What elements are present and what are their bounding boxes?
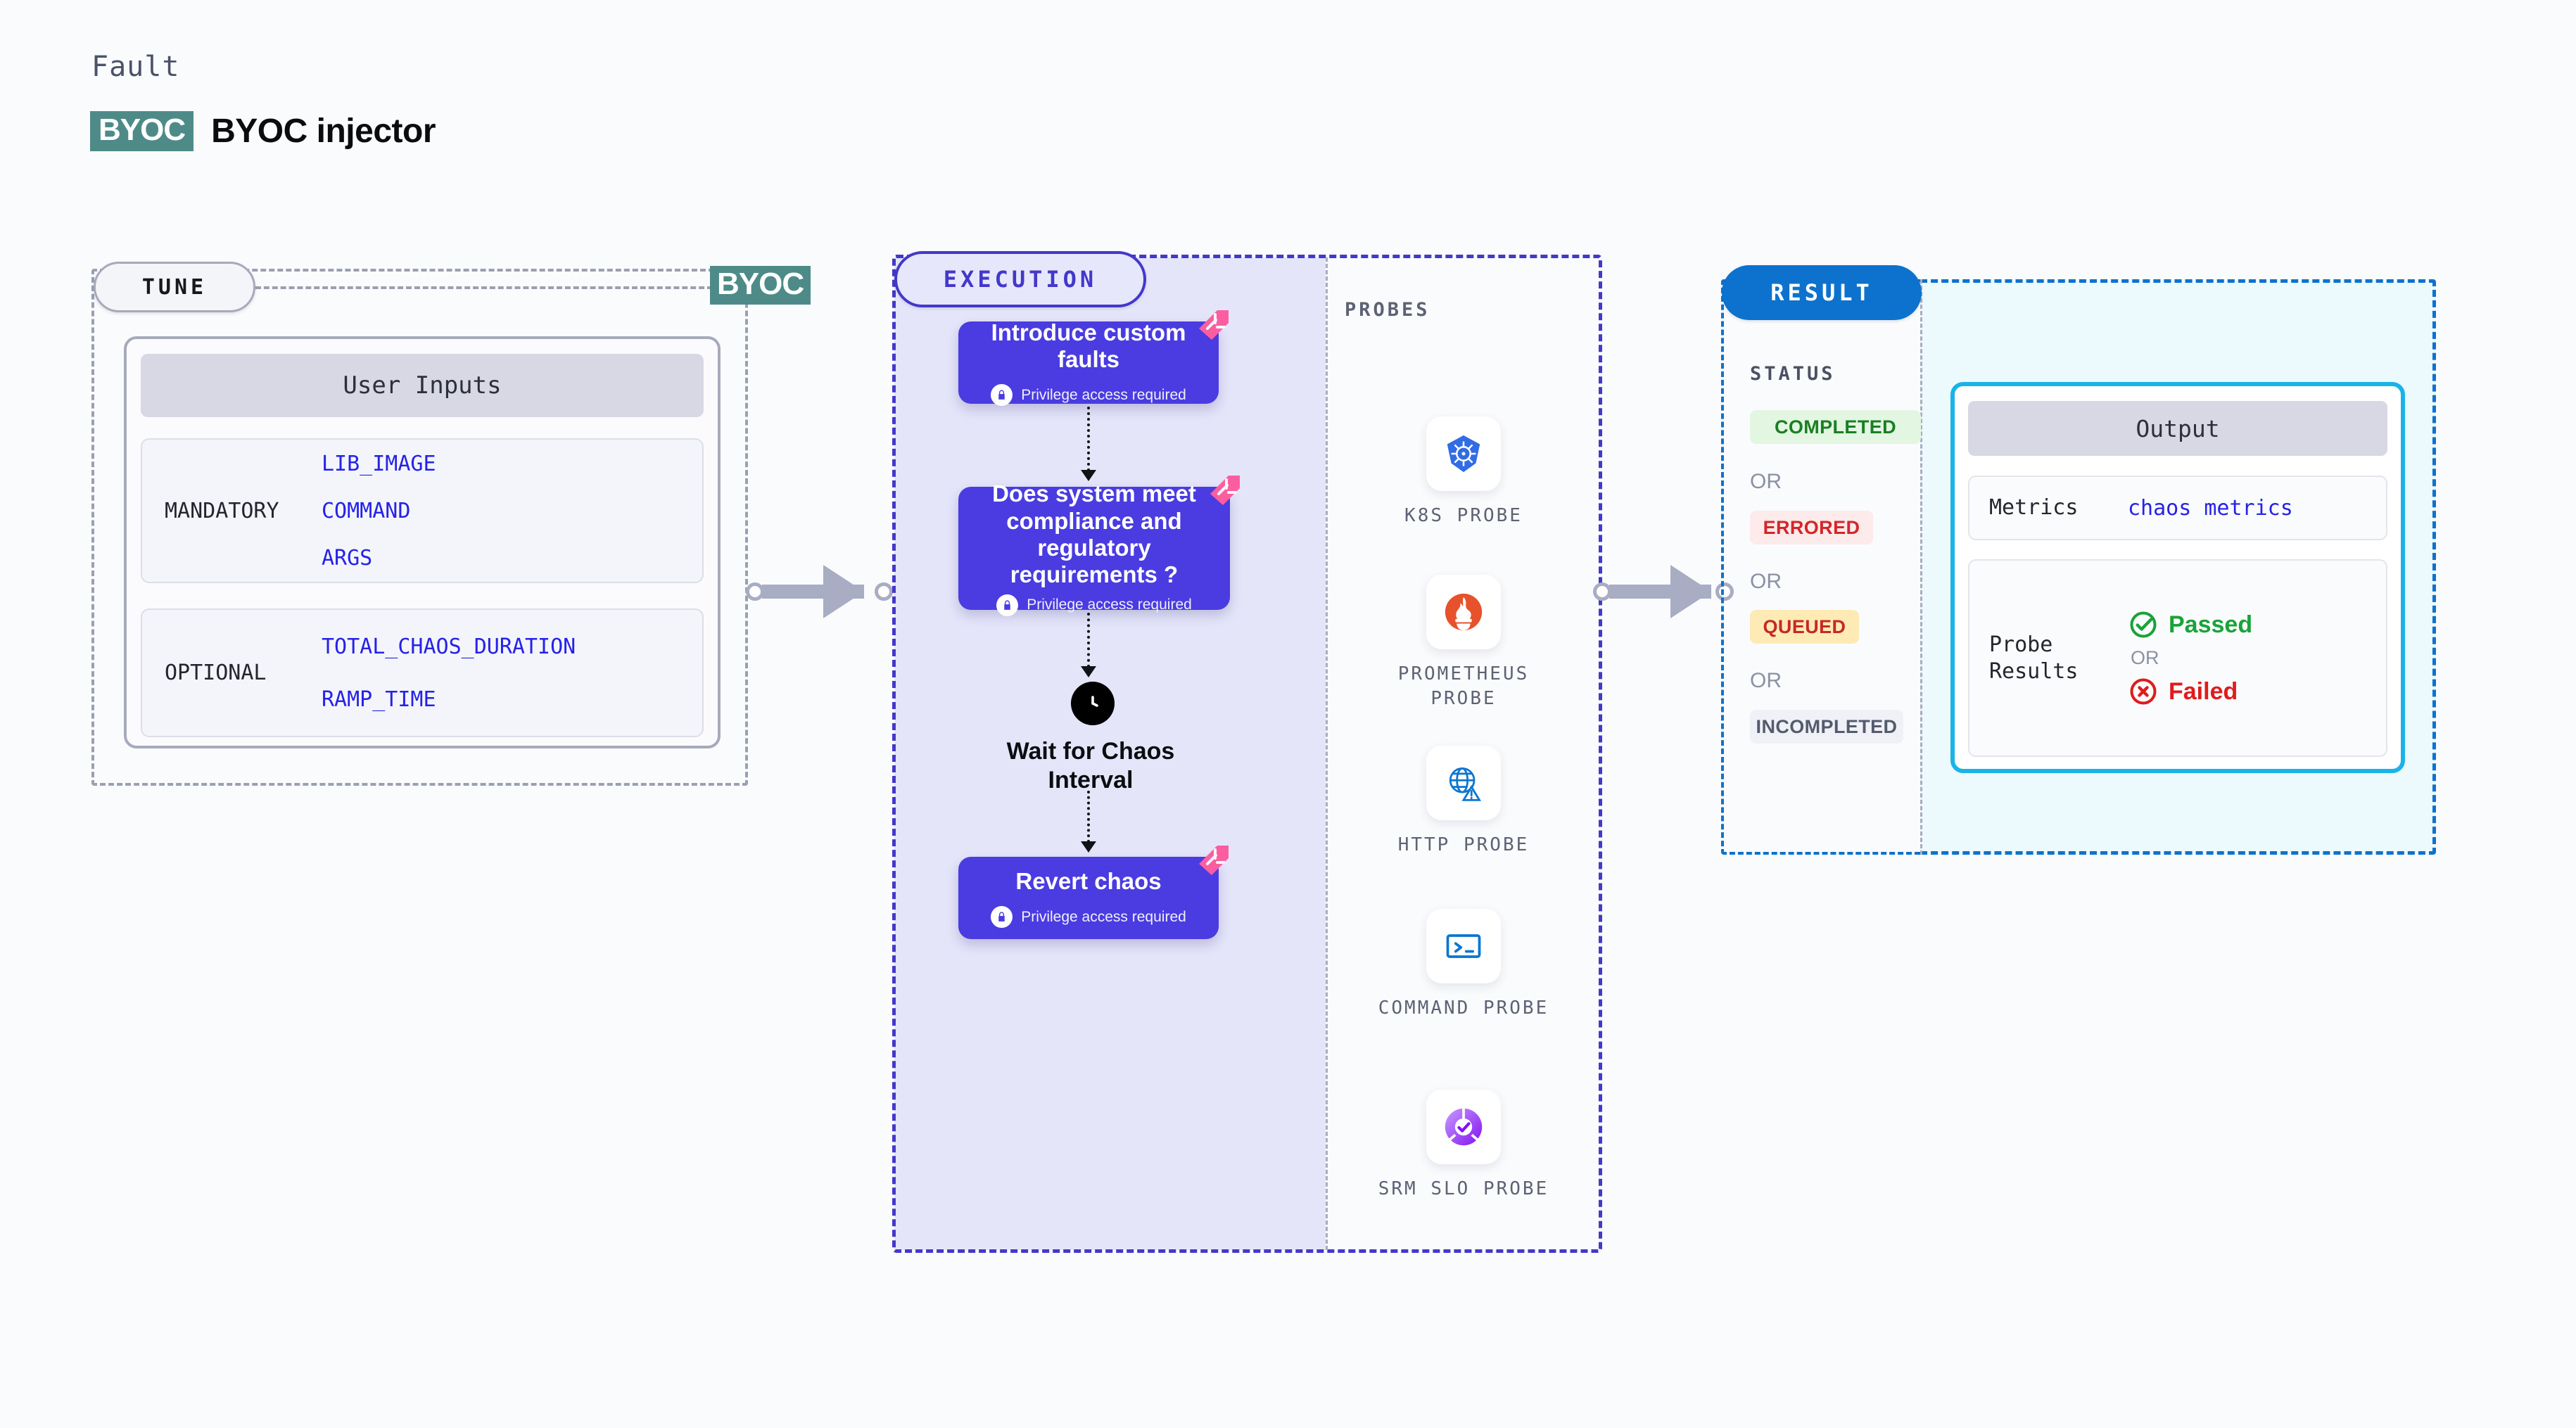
- status-badge-incompleted: INCOMPLETED: [1750, 710, 1903, 744]
- probe-item-k8s[interactable]: K8S PROBE: [1376, 416, 1552, 528]
- status-badge-queued: QUEUED: [1750, 610, 1859, 644]
- probe-item-prometheus[interactable]: PROMETHEUS PROBE: [1376, 575, 1552, 711]
- probe-item-http[interactable]: HTTP PROBE: [1376, 746, 1552, 858]
- probes-divider: [1326, 257, 1328, 1250]
- lock-icon: [996, 594, 1019, 616]
- param-args[interactable]: ARGS: [322, 545, 373, 570]
- flow-arrowhead-3: [1081, 841, 1096, 853]
- result-divider: [1920, 279, 1922, 855]
- tune-pill[interactable]: TUNE: [94, 262, 255, 312]
- page-eyebrow: Fault: [91, 51, 180, 83]
- flow-arrow-1: [1087, 407, 1090, 471]
- status-or-3: OR: [1750, 669, 1782, 692]
- connector-end-dot-1: [875, 582, 893, 601]
- privilege-note: Privilege access required: [991, 906, 1186, 929]
- mandatory-label: MANDATORY: [165, 498, 279, 523]
- probe-item-command[interactable]: COMMAND PROBE: [1376, 909, 1552, 1021]
- chaos-marker-icon: [1199, 846, 1229, 875]
- byoc-inline-tag: BYOC: [710, 266, 811, 305]
- srm-slo-icon: [1426, 1090, 1501, 1164]
- user-inputs-title: User Inputs: [141, 354, 704, 417]
- terminal-icon: [1426, 909, 1501, 983]
- execution-section-container: [892, 255, 1602, 1253]
- flow-arrow-3: [1087, 791, 1090, 843]
- param-lib-image[interactable]: LIB_IMAGE: [322, 451, 436, 476]
- flow-arrowhead-2: [1081, 666, 1096, 677]
- privilege-text: Privilege access required: [1021, 386, 1186, 403]
- step-title: Does system meet compliance and regulato…: [992, 480, 1196, 588]
- connector-end-dot-2: [1715, 582, 1734, 601]
- privilege-text: Privilege access required: [1021, 908, 1186, 925]
- status-or-1: OR: [1750, 470, 1782, 493]
- passed-label: Passed: [2169, 611, 2253, 638]
- result-pill[interactable]: RESULT: [1722, 265, 1922, 320]
- prometheus-icon: [1426, 575, 1501, 649]
- param-total-chaos-duration[interactable]: TOTAL_CHAOS_DURATION: [322, 634, 576, 659]
- optional-values: TOTAL_CHAOS_DURATION RAMP_TIME: [322, 635, 576, 712]
- probe-label: HTTP PROBE: [1397, 834, 1530, 855]
- chaos-marker-icon: [1210, 476, 1240, 505]
- step-card-introduce-faults[interactable]: Introduce custom faults Privilege access…: [958, 319, 1219, 407]
- mandatory-params-block: MANDATORY LIB_IMAGE COMMAND ARGS: [141, 438, 704, 583]
- clock-icon: [1071, 682, 1115, 725]
- step-card-compliance-check[interactable]: Does system meet compliance and regulato…: [958, 480, 1230, 616]
- privilege-note: Privilege access required: [996, 594, 1192, 616]
- probe-results-key: Probe Results: [1989, 632, 2079, 684]
- check-circle-icon: [2130, 611, 2157, 638]
- probe-label: PROMETHEUS PROBE: [1397, 663, 1530, 710]
- metrics-key: Metrics: [1989, 495, 2079, 521]
- metrics-value[interactable]: chaos metrics: [2128, 495, 2293, 521]
- chaos-marker-icon: [1199, 310, 1229, 340]
- probe-item-srm-slo[interactable]: SRM SLO PROBE: [1376, 1090, 1552, 1201]
- status-or-2: OR: [1750, 570, 1782, 593]
- failed-label: Failed: [2169, 677, 2238, 705]
- page-title-row: BYOC BYOC injector: [90, 111, 436, 151]
- execution-pill[interactable]: EXECUTION: [894, 251, 1146, 307]
- optional-label: OPTIONAL: [165, 661, 267, 685]
- probe-result-failed: Failed: [2128, 676, 2252, 707]
- x-circle-icon: [2130, 678, 2157, 705]
- privilege-note: Privilege access required: [991, 384, 1186, 407]
- output-probe-results-row: Probe Results Passed OR Failed: [1968, 559, 2387, 757]
- kubernetes-icon: [1426, 416, 1501, 491]
- probe-label: COMMAND PROBE: [1378, 997, 1549, 1019]
- output-metrics-row: Metrics chaos metrics: [1968, 476, 2387, 540]
- status-badge-errored: ERRORED: [1750, 511, 1873, 544]
- status-label: STATUS: [1750, 363, 1836, 385]
- param-command[interactable]: COMMAND: [322, 498, 411, 523]
- tune-section-container: [91, 269, 748, 786]
- step-title: Introduce custom faults: [991, 319, 1186, 372]
- connector-arrowhead-1: [823, 565, 864, 618]
- connector-arrowhead-2: [1670, 565, 1711, 618]
- wait-for-chaos-interval-label: Wait for Chaos Interval: [1006, 738, 1175, 793]
- page-title: BYOC injector: [211, 113, 436, 150]
- probe-result-or: OR: [2131, 647, 2159, 668]
- optional-params-block: OPTIONAL TOTAL_CHAOS_DURATION RAMP_TIME: [141, 608, 704, 737]
- probes-label: PROBES: [1345, 299, 1430, 321]
- execution-panel-bg: [894, 257, 1326, 1250]
- probe-label: K8S PROBE: [1404, 505, 1523, 526]
- probe-label: SRM SLO PROBE: [1378, 1178, 1549, 1199]
- byoc-badge: BYOC: [90, 111, 194, 151]
- tune-top-dashed-line: [255, 286, 713, 289]
- privilege-text: Privilege access required: [1027, 597, 1192, 613]
- probe-results-values: Passed OR Failed: [2128, 609, 2252, 707]
- output-title: Output: [1968, 401, 2387, 456]
- globe-warning-icon: [1426, 746, 1501, 820]
- step-card-revert-chaos[interactable]: Revert chaos Privilege access required: [958, 857, 1219, 939]
- flow-arrow-2: [1087, 613, 1090, 668]
- status-badge-completed: COMPLETED: [1750, 410, 1921, 444]
- lock-icon: [991, 384, 1013, 407]
- mandatory-values: LIB_IMAGE COMMAND ARGS: [322, 452, 436, 570]
- probe-result-passed: Passed: [2128, 609, 2252, 640]
- lock-icon: [991, 906, 1013, 929]
- step-title: Revert chaos: [1015, 867, 1162, 894]
- param-ramp-time[interactable]: RAMP_TIME: [322, 687, 436, 712]
- flow-arrowhead-1: [1081, 470, 1096, 481]
